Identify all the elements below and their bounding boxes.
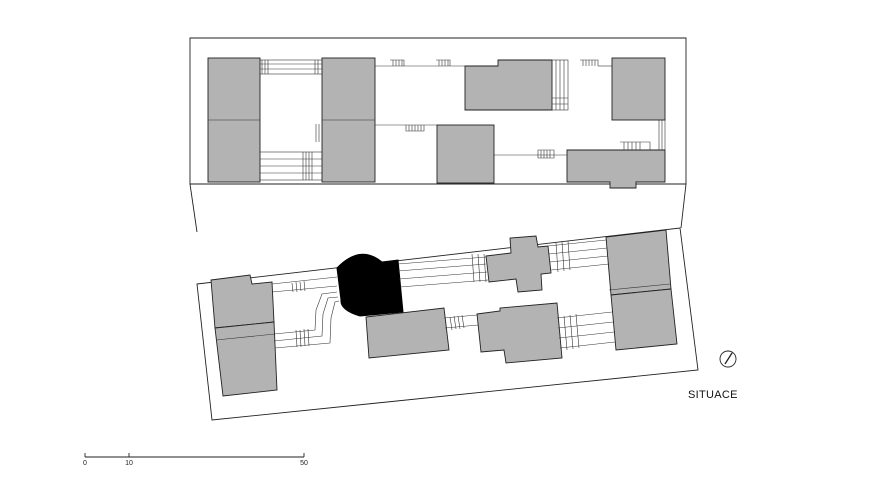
building-l3 xyxy=(365,307,450,359)
building-u6 xyxy=(566,149,666,189)
building-u4 xyxy=(611,57,666,121)
building-l4 xyxy=(485,235,552,293)
walkways-upper xyxy=(259,59,666,181)
scale-tick-0: 0 xyxy=(83,460,87,467)
street-edge-right xyxy=(680,183,687,229)
north-arrow-icon xyxy=(719,350,737,368)
building-l2 xyxy=(214,321,278,397)
plan-title: SITUACE xyxy=(688,389,738,401)
scale-tick-50: 50 xyxy=(300,460,308,467)
building-u3 xyxy=(464,59,553,111)
lower-plot xyxy=(196,227,699,421)
scale-tick-10: 10 xyxy=(125,460,133,467)
new-building xyxy=(336,253,404,317)
building-l6 xyxy=(605,229,672,296)
walkways-lower xyxy=(271,239,616,351)
building-l7 xyxy=(610,288,678,351)
scale-bar: 0 10 50 xyxy=(83,453,308,467)
building-l1 xyxy=(210,274,275,329)
building-u5 xyxy=(436,124,495,184)
street-edge-left xyxy=(189,183,198,233)
building-l5 xyxy=(476,302,563,364)
upper-plot xyxy=(189,37,687,233)
